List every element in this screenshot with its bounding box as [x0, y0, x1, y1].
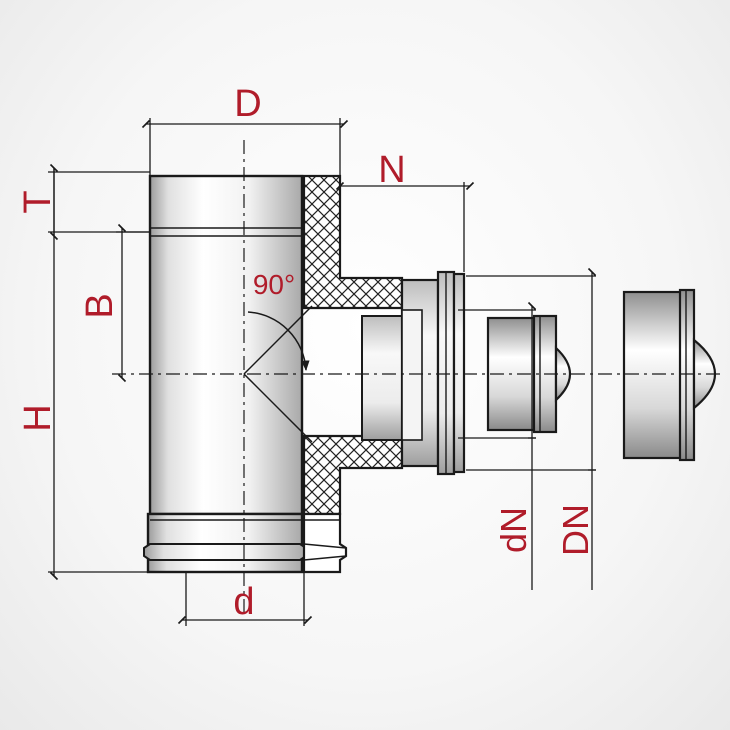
label-dn-large: DN	[555, 504, 596, 556]
branch-socket	[361, 270, 466, 476]
centerlines	[112, 140, 724, 612]
main-tube	[143, 174, 307, 574]
insulation-section	[302, 174, 404, 574]
inner-cap	[486, 314, 571, 434]
outer-cap	[622, 288, 717, 462]
dimension-labels: D N T B H d 90° dN DN	[17, 83, 596, 623]
label-d-small: d	[233, 581, 254, 623]
angle-indicator	[243, 305, 313, 443]
label-angle: 90°	[253, 269, 295, 300]
label-dn-small: dN	[493, 507, 534, 553]
dimension-lines	[48, 118, 597, 626]
label-n: N	[378, 149, 405, 191]
label-h: H	[17, 404, 59, 431]
label-d-diameter: D	[234, 83, 261, 125]
label-t: T	[17, 190, 59, 213]
label-b: B	[79, 293, 121, 318]
